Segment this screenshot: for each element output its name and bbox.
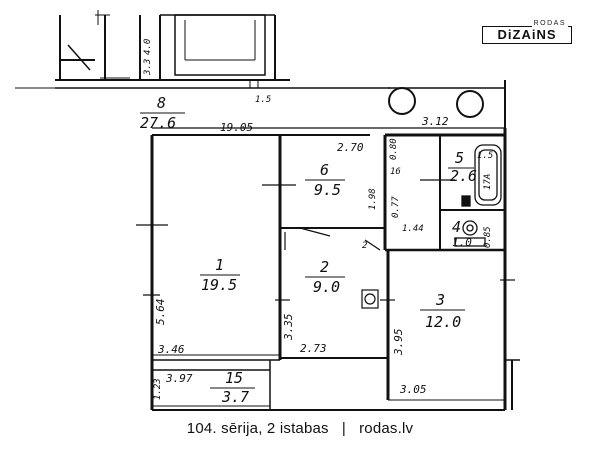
room-number: 15	[225, 369, 243, 387]
dim-0-85: 0.85	[483, 226, 493, 248]
stairwell-area	[15, 10, 390, 89]
caption-series: 104. sērija, 2 istabas	[186, 420, 329, 437]
dim-1-23: 1.23	[153, 378, 163, 400]
dim-3-12: 3.12	[421, 115, 449, 128]
dim-3-3: 3.3	[143, 59, 153, 76]
caption-site: rodas.lv	[359, 420, 414, 437]
bath-label: 1.5	[477, 151, 493, 161]
walls	[150, 127, 520, 411]
dim-2-70: 2.70	[337, 141, 364, 154]
dim-1-98: 1.98	[368, 188, 378, 210]
room-number: 2	[320, 258, 329, 276]
dim-3-95: 3.95	[392, 329, 405, 357]
room-8: 8 27.6	[140, 94, 185, 132]
dim-1-44: 1.44	[402, 224, 424, 234]
room-area: 9.5	[314, 181, 341, 199]
room-3: 3 12.0	[420, 291, 465, 331]
room-6: 6 9.5	[305, 161, 345, 199]
dim-16: 16	[390, 167, 401, 177]
openings	[136, 179, 515, 301]
dim-4-0: 4.0	[143, 39, 153, 55]
room-1: 1 19.5	[200, 256, 240, 294]
room-15: 15 3.7	[210, 369, 255, 406]
room-area: 1.0	[452, 236, 472, 249]
caption: 104. sērija, 2 istabas | rodas.lv	[0, 420, 600, 437]
logo-top: RODAS	[531, 20, 568, 27]
caption-separator: |	[341, 420, 346, 437]
dim-1-5: 1.5	[255, 95, 271, 105]
small-mark: 2	[362, 241, 367, 251]
room-area: 27.6	[140, 114, 176, 132]
room-area: 12.0	[425, 313, 461, 331]
room-area: 9.0	[313, 278, 340, 296]
room-area: 2.6	[450, 167, 477, 185]
dim-3-97: 3.97	[165, 372, 193, 385]
rodas-dizains-logo: DiZAiNS RODAS	[482, 20, 574, 46]
toilet-label: 17A	[483, 174, 493, 190]
room-2: 2 9.0	[305, 258, 345, 296]
dim-19-05: 19.05	[220, 121, 253, 134]
room-area: 19.5	[201, 276, 237, 294]
bath-fixtures	[454, 144, 502, 247]
room-number: 3	[435, 291, 445, 309]
room-number: 4	[452, 218, 461, 236]
column-marks	[388, 80, 506, 128]
room-number: 5	[455, 149, 464, 167]
room-4: 4 1.0	[452, 218, 472, 249]
room-number: 8	[157, 94, 166, 112]
dim-0-80: 0.80	[389, 138, 399, 160]
dim-3-35: 3.35	[282, 314, 295, 342]
dim-0-77: 0.77	[391, 196, 401, 218]
vent-symbol	[361, 289, 379, 309]
logo-main: DiZAiNS	[482, 26, 572, 44]
dim-5-64: 5.64	[154, 299, 167, 326]
dim-3-46: 3.46	[157, 343, 185, 356]
room-area: 3.7	[221, 388, 249, 406]
dim-3-05: 3.05	[399, 383, 427, 396]
dim-2-73: 2.73	[300, 342, 327, 355]
room-number: 1	[215, 256, 224, 274]
room-number: 6	[320, 161, 329, 179]
room-5: 5 2.6	[448, 149, 477, 185]
